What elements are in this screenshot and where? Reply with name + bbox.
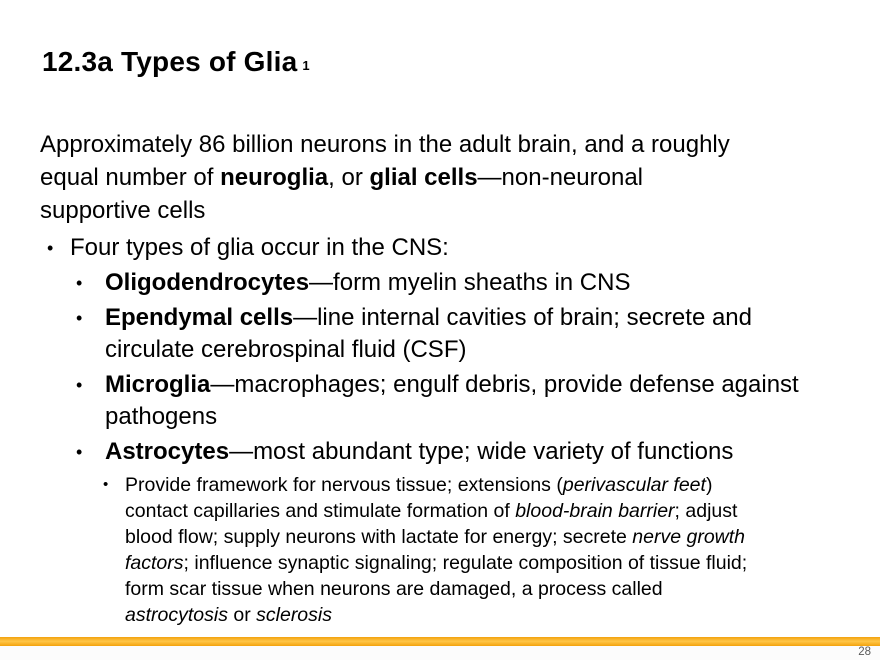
- bullet-item-microglia: • Microglia—macrophages; engulf debris, …: [40, 369, 846, 433]
- bullet-item-oligodendrocytes: • Oligodendrocytes—form myelin sheaths i…: [40, 267, 846, 299]
- bullet-icon: •: [76, 442, 83, 462]
- bullet-text: Four types of glia occur in the CNS:: [70, 234, 449, 261]
- bullet-icon: •: [47, 238, 54, 258]
- intro-text: Approximately 86 billion neurons in the …: [40, 131, 730, 224]
- bullet-item-astrocytes: • Astrocytes—most abundant type; wide va…: [40, 436, 846, 468]
- bullet-icon: •: [76, 308, 83, 328]
- bullet-text: Oligodendrocytes—form myelin sheaths in …: [105, 269, 631, 296]
- page-number: 28: [858, 646, 871, 658]
- footer-accent-bar: [0, 637, 880, 646]
- bullet-item-ependymal-cells: • Ependymal cells—line internal cavities…: [40, 302, 846, 366]
- bullet-text: Microglia—macrophages; engulf debris, pr…: [105, 371, 799, 430]
- footnote-marker: 1: [302, 58, 310, 73]
- bullet-text: Provide framework for nervous tissue; ex…: [125, 474, 748, 626]
- bullet-icon: •: [76, 273, 83, 293]
- bullet-text: Ependymal cells—line internal cavities o…: [105, 304, 752, 363]
- bullet-item-four-types: • Four types of glia occur in the CNS:: [40, 232, 846, 264]
- intro-paragraph: Approximately 86 billion neurons in the …: [40, 128, 846, 227]
- footer: 28: [0, 646, 880, 660]
- slide-title: 12.3a Types of Glia 1: [42, 46, 310, 78]
- bullet-icon: •: [103, 476, 109, 493]
- title-text: 12.3a Types of Glia: [42, 46, 298, 77]
- bullet-icon: •: [76, 375, 83, 395]
- bullet-item-astrocyte-functions: • Provide framework for nervous tissue; …: [40, 472, 846, 628]
- slide-body: Approximately 86 billion neurons in the …: [40, 128, 846, 628]
- bullet-text: Astrocytes—most abundant type; wide vari…: [105, 438, 734, 465]
